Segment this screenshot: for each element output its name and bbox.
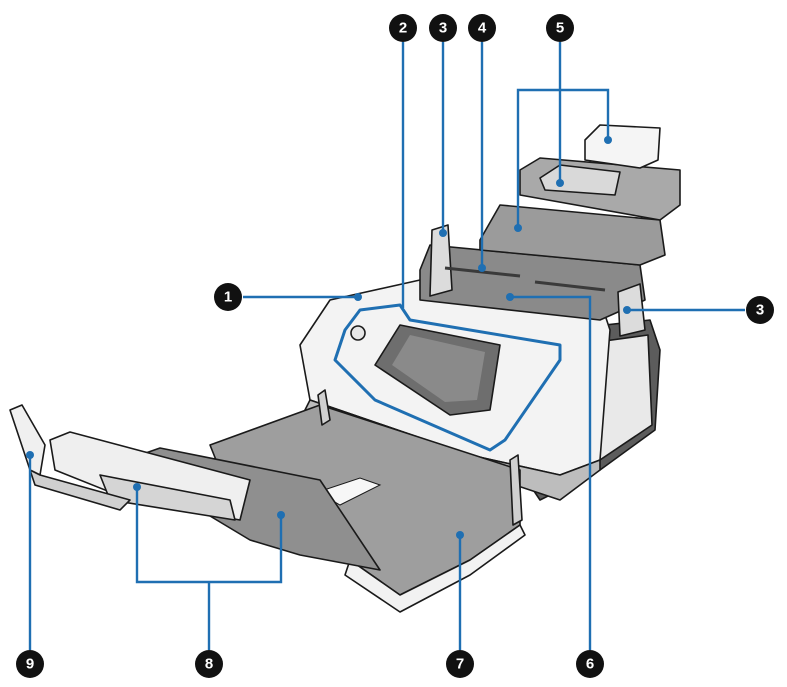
leader-8a-dot xyxy=(133,483,141,491)
callout-badges: 1 2 3 4 5 3 6 7 xyxy=(16,14,774,678)
svg-text:9: 9 xyxy=(26,656,34,673)
leader-8b-dot xyxy=(277,511,285,519)
svg-text:3: 3 xyxy=(756,302,764,319)
control-panel-highlight xyxy=(333,303,562,452)
output-tray-rim xyxy=(344,524,526,613)
tray-slot-1 xyxy=(444,266,521,278)
scanner-illustration xyxy=(9,124,681,613)
leader-3b-dot xyxy=(623,306,631,314)
svg-text:4: 4 xyxy=(478,20,487,37)
leader-1-dot xyxy=(354,293,362,301)
input-tray-base xyxy=(419,244,646,321)
leader-5b-dot xyxy=(556,179,564,187)
tray-slot-2 xyxy=(534,280,606,292)
svg-text:2: 2 xyxy=(399,20,407,37)
callout-1: 1 xyxy=(214,283,242,311)
callout-2: 2 xyxy=(389,14,417,42)
leader-5c-dot xyxy=(604,136,612,144)
leader-lines xyxy=(26,42,745,650)
callout-3-left: 3 xyxy=(429,14,457,42)
power-button xyxy=(350,325,366,341)
callout-3-right: 3 xyxy=(746,296,774,324)
leader-5-bracket xyxy=(516,88,610,228)
leader-6-dot xyxy=(506,293,514,301)
svg-text:1: 1 xyxy=(224,289,232,306)
callout-8: 8 xyxy=(195,650,223,678)
callout-6: 6 xyxy=(576,650,604,678)
input-tray-extension xyxy=(584,124,661,169)
leader-5a-dot xyxy=(514,224,522,232)
tray-arm-right xyxy=(509,454,523,526)
svg-text:8: 8 xyxy=(205,656,213,673)
screen-glare xyxy=(392,335,485,402)
stopper-base xyxy=(29,469,131,511)
svg-text:7: 7 xyxy=(456,656,464,673)
leader-6 xyxy=(510,295,592,650)
leader-9-dot xyxy=(26,451,34,459)
svg-text:3: 3 xyxy=(439,20,447,37)
svg-text:6: 6 xyxy=(586,656,594,673)
leader-4-dot xyxy=(478,264,486,272)
callout-5: 5 xyxy=(546,14,574,42)
leader-7-dot xyxy=(456,531,464,539)
leader-3a-dot xyxy=(439,229,447,237)
callout-9: 9 xyxy=(16,650,44,678)
input-tray-middle xyxy=(479,204,666,266)
svg-text:5: 5 xyxy=(556,20,564,37)
callout-4: 4 xyxy=(468,14,496,42)
stopper xyxy=(9,404,46,476)
tray-arm-left xyxy=(317,389,331,426)
callout-7: 7 xyxy=(446,650,474,678)
